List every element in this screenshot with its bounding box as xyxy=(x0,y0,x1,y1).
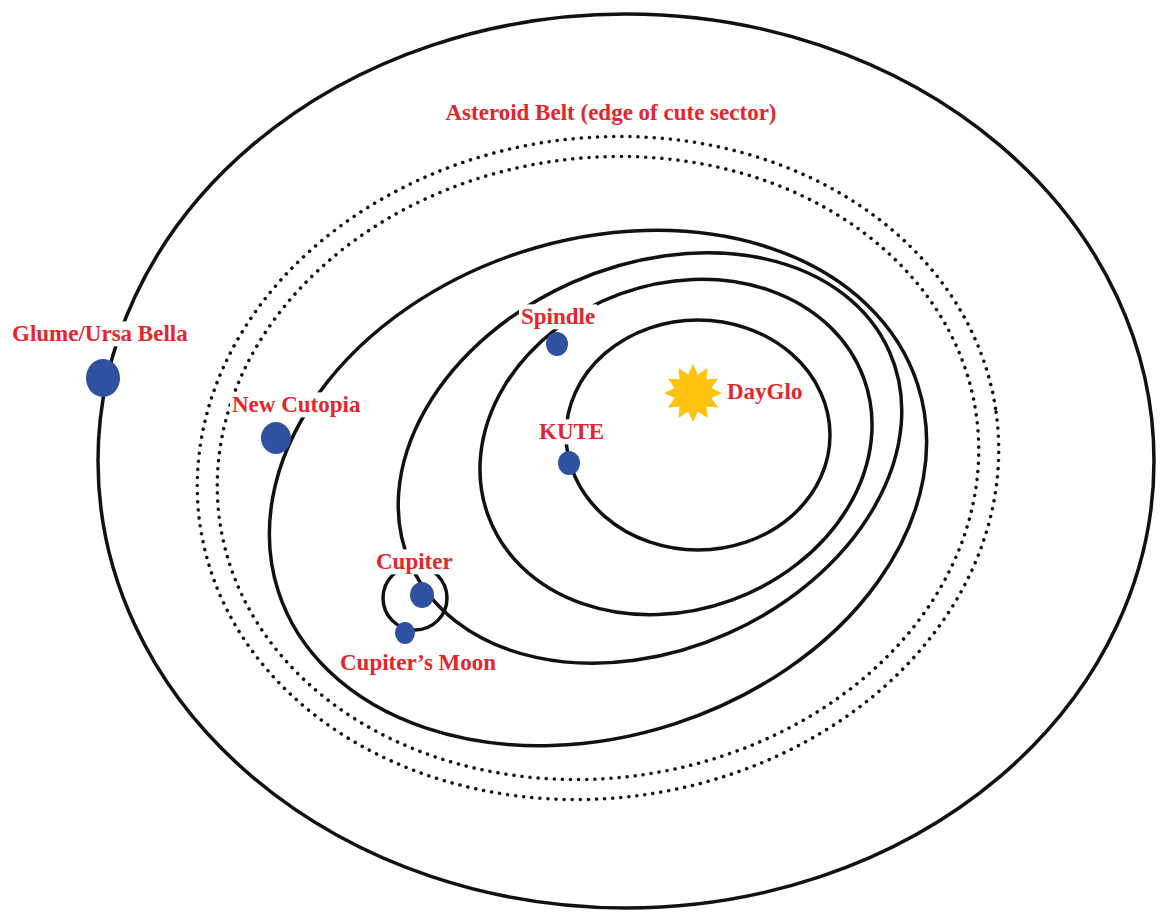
planet-dot xyxy=(558,451,580,475)
asteroid-belt xyxy=(154,85,1042,850)
outer-orbit xyxy=(98,14,1154,908)
planet-label: KUTE xyxy=(537,419,606,444)
new-cutopia-orbit xyxy=(202,148,994,827)
belt-label: Asteroid Belt (edge of cute sector) xyxy=(443,100,778,125)
moon-orbit xyxy=(383,566,447,630)
asteroid-belt-ring xyxy=(177,108,1020,828)
moon-dot xyxy=(395,622,415,644)
planet-label: DayGlo xyxy=(725,379,804,404)
planet-dot xyxy=(410,582,434,608)
asteroid-belt-ring xyxy=(154,85,1042,850)
planet-dot xyxy=(546,332,568,356)
planet-label: New Cutopia xyxy=(230,392,362,417)
planet-label: Glume/Ursa Bella xyxy=(10,321,190,346)
planet-label: Cupiter xyxy=(374,549,455,574)
planet-label: Spindle xyxy=(519,304,597,329)
planet-dot xyxy=(261,422,291,454)
planet-label: Cupiter’s Moon xyxy=(338,650,498,675)
sun-star xyxy=(664,364,722,422)
spindle-orbit xyxy=(432,225,919,668)
cupiter-orbit xyxy=(333,176,968,740)
planet-dot xyxy=(86,359,120,397)
